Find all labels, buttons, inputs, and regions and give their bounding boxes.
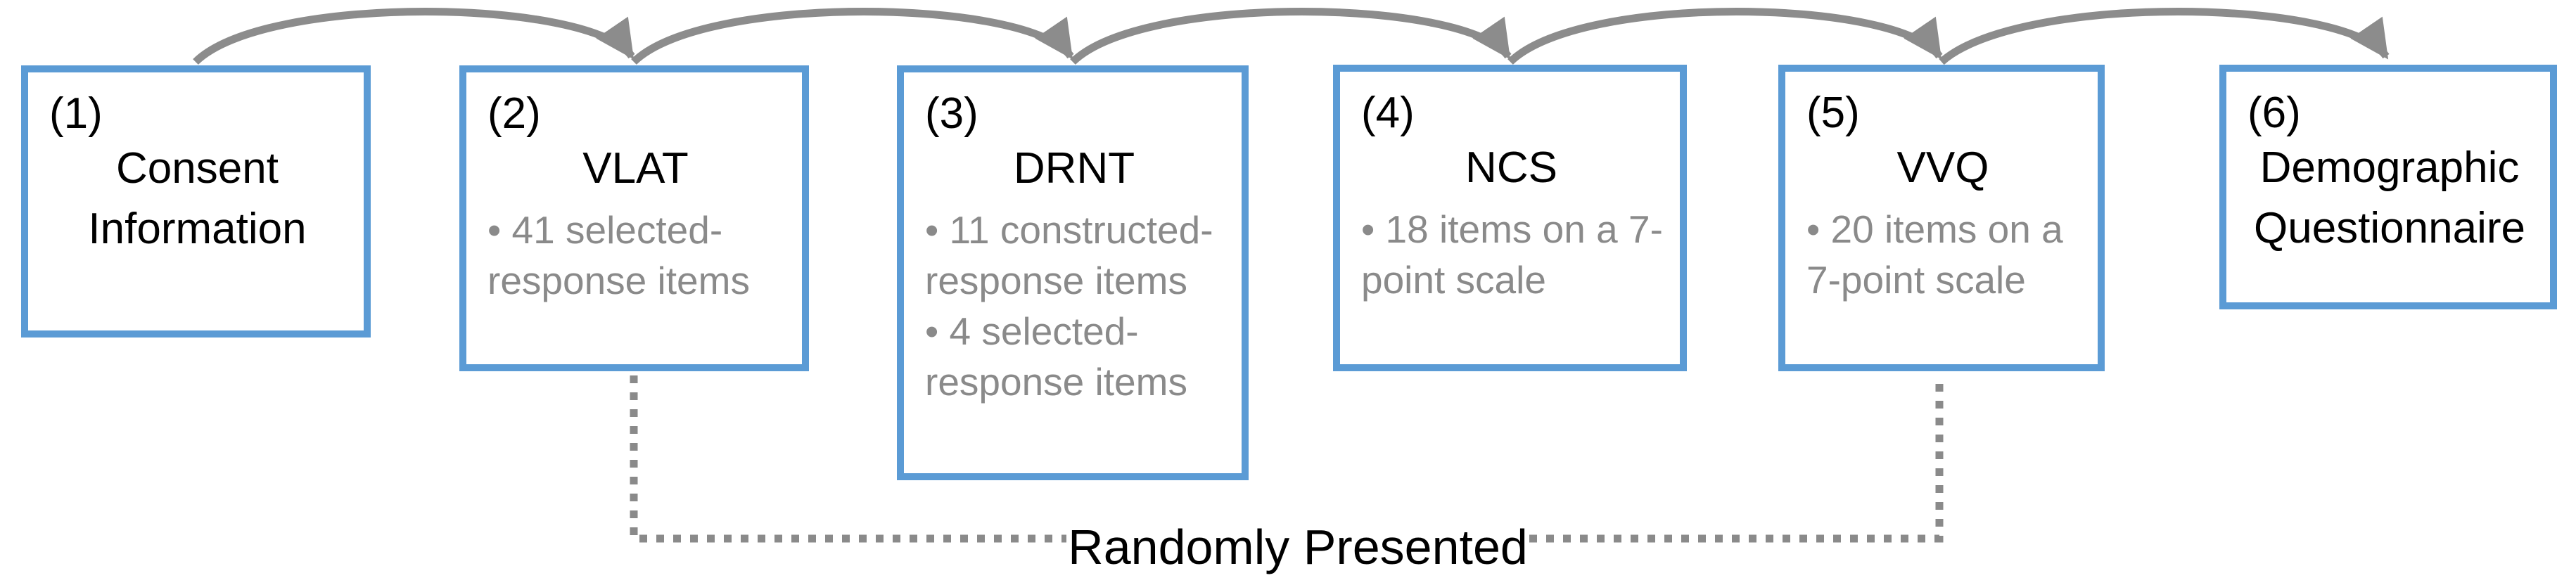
curved-arrow-4-icon [1507, 8, 1943, 65]
step-title: NCS [1465, 143, 1557, 192]
step-box-vvq: (5) VVQ • 20 items on a 7-point scale [1778, 65, 2105, 371]
dotted-connector-right [1529, 375, 1944, 543]
step-bullet: • 18 items on a 7- point scale [1361, 207, 1663, 302]
step-box-ncs: (4) NCS • 18 items on a 7- point scale [1333, 65, 1687, 371]
step-bullet: • 11 constructed- response items [925, 208, 1213, 302]
step-bullet-list: • 41 selected- response items [487, 205, 784, 306]
step-box-consent: (1) Consent Information [21, 65, 371, 338]
step-number: (1) [49, 89, 103, 138]
step-title: VLAT [582, 144, 689, 193]
step-bullet-list: • 20 items on a 7-point scale [1806, 204, 2079, 305]
curved-arrow-2-icon [631, 8, 1074, 65]
step-bullet: • 20 items on a 7-point scale [1806, 207, 2063, 302]
step-number: (3) [925, 89, 978, 138]
step-title: VVQ [1896, 143, 1989, 192]
randomly-presented-label: Randomly Presented [1068, 520, 1528, 574]
step-box-vlat: (2) VLAT • 41 selected- response items [459, 65, 809, 371]
step-bullet-list: • 18 items on a 7- point scale [1361, 204, 1663, 305]
step-number: (4) [1361, 89, 1415, 137]
step-number: (5) [1806, 89, 1860, 137]
curved-arrow-1-icon [193, 8, 635, 65]
step-number: (6) [2247, 89, 2301, 137]
step-title: Demographic Questionnaire [2253, 143, 2526, 252]
step-bullet: • 4 selected- response items [925, 309, 1187, 404]
step-title: DRNT [1013, 144, 1135, 193]
step-bullet-list: • 11 constructed- response items • 4 sel… [925, 205, 1223, 407]
step-bullet: • 41 selected- response items [487, 208, 750, 302]
curved-arrow-5-icon [1939, 8, 2390, 65]
step-box-drnt: (3) DRNT • 11 constructed- response item… [897, 65, 1249, 480]
curved-arrow-3-icon [1070, 8, 1512, 65]
step-title: Consent Information [88, 144, 307, 253]
step-number: (2) [487, 89, 541, 138]
step-box-demographic: (6) Demographic Questionnaire [2219, 65, 2557, 309]
